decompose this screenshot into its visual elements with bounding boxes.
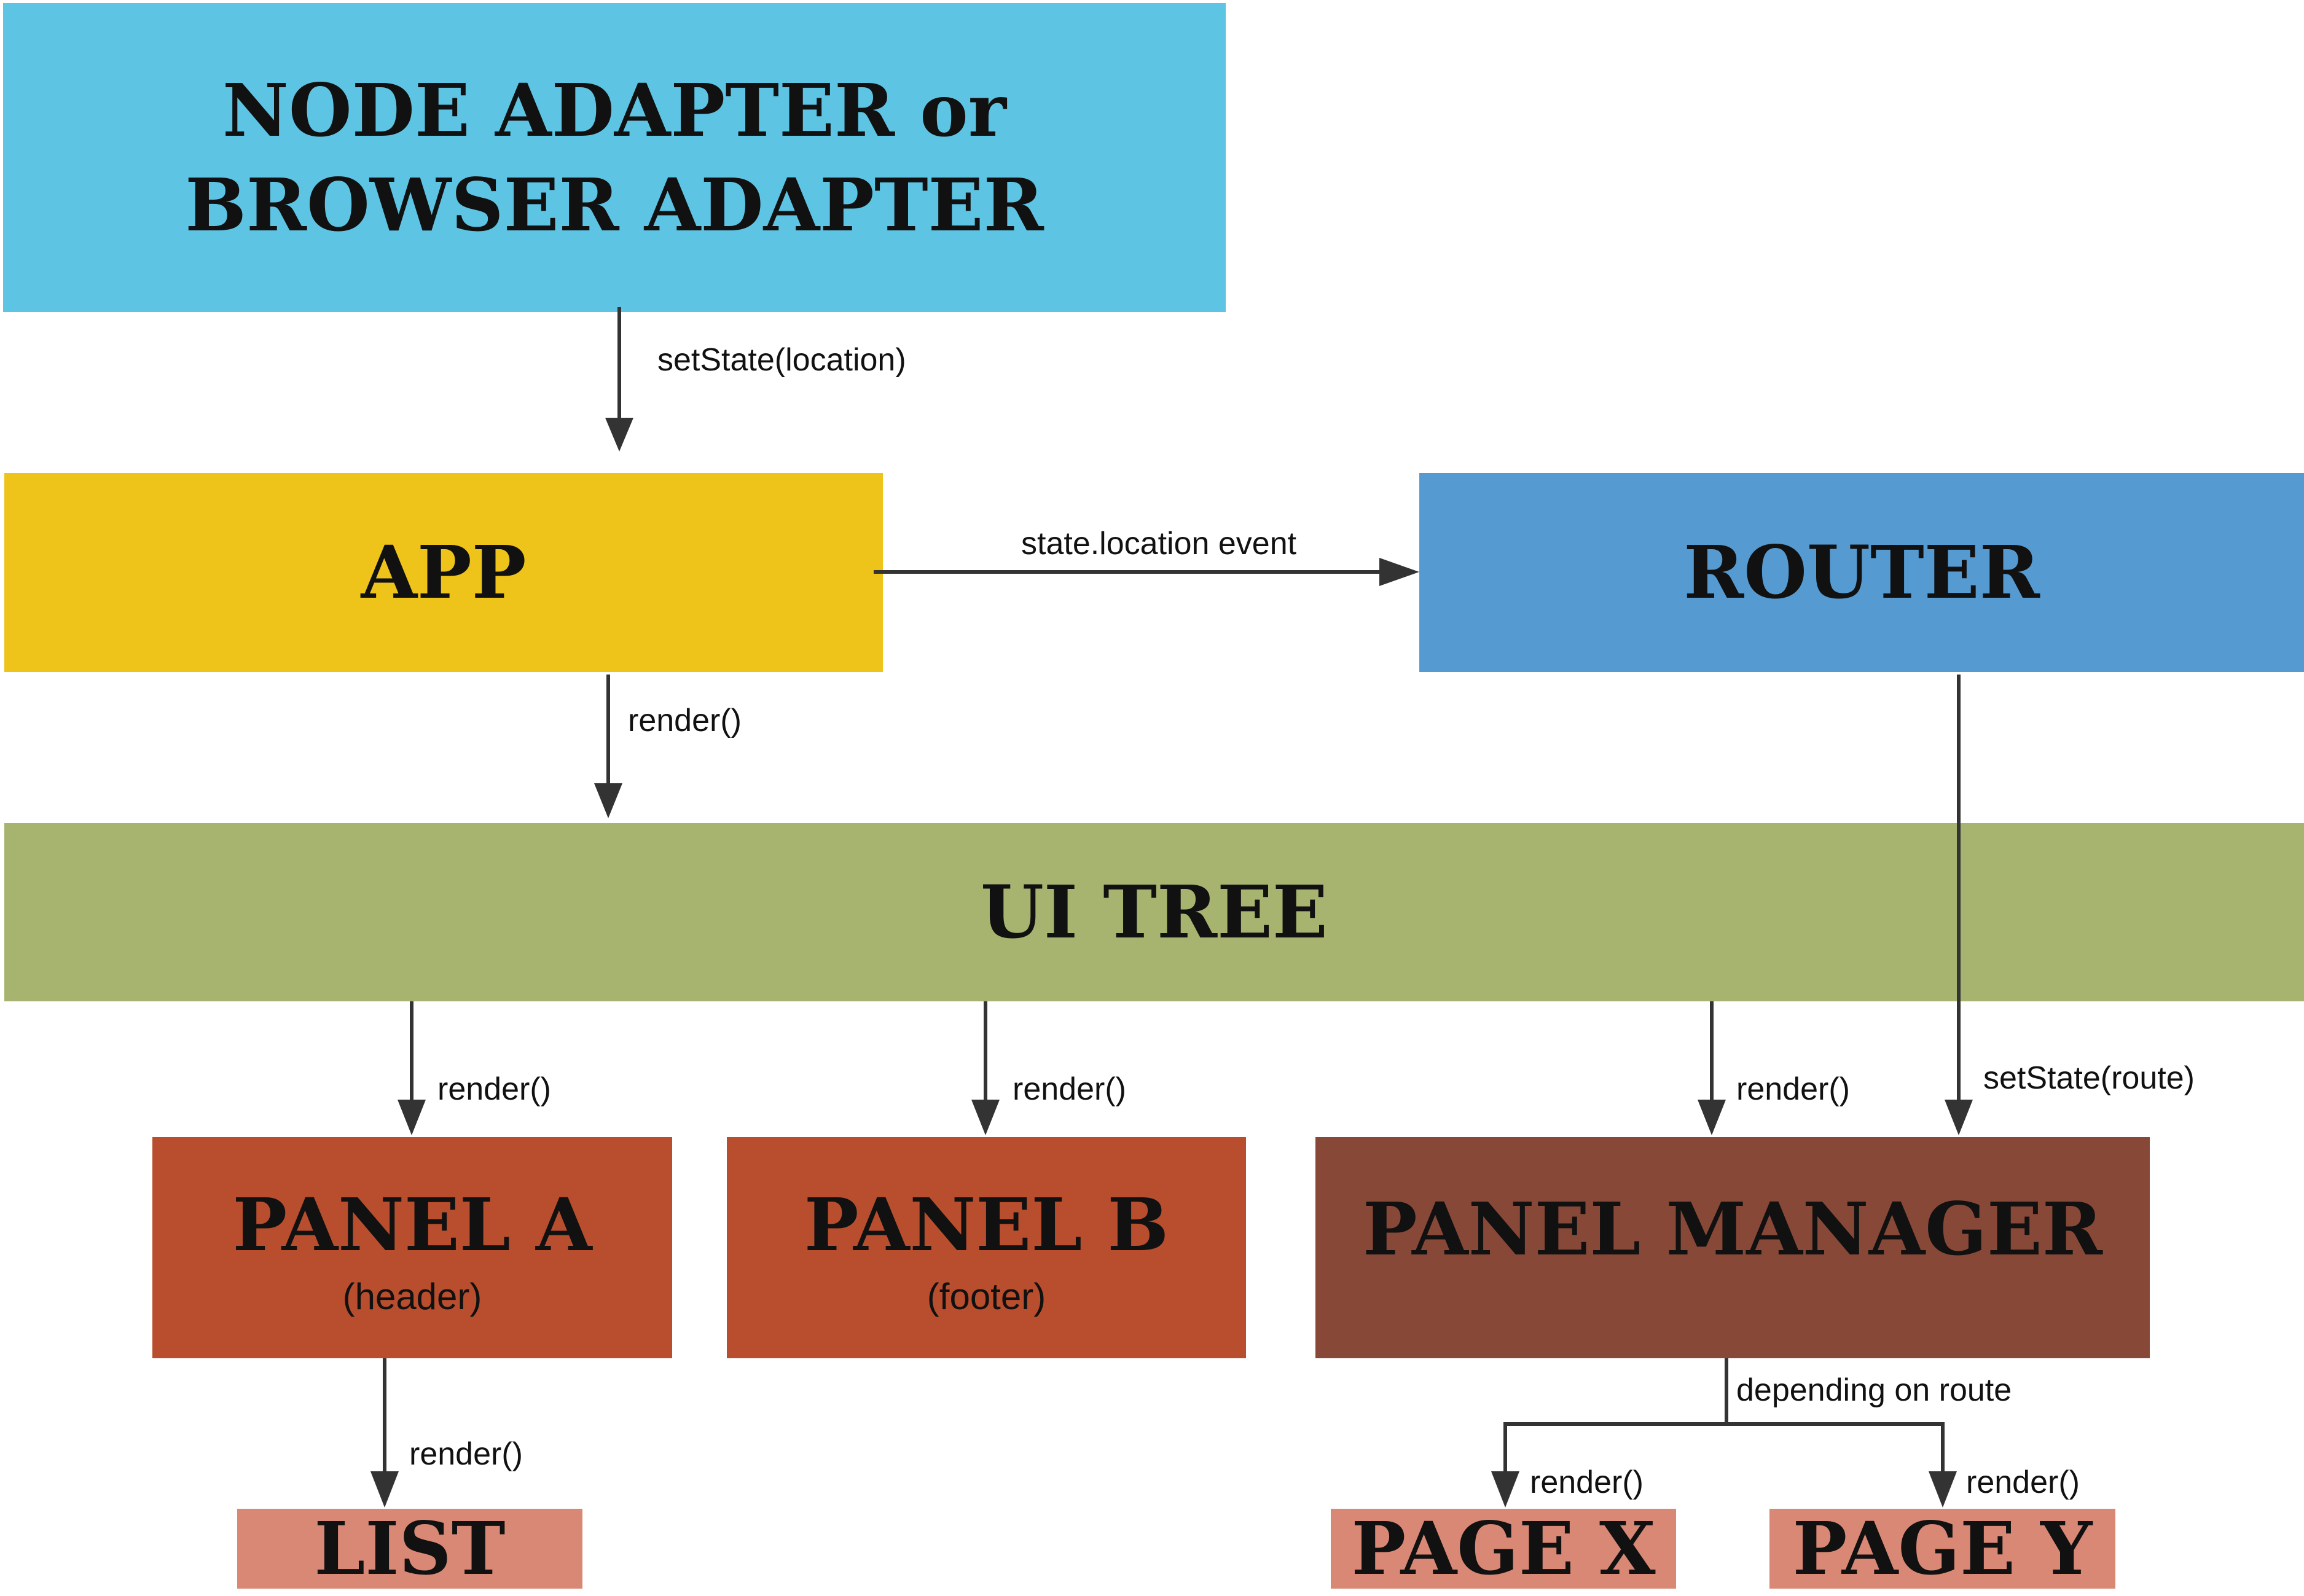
panel-a-title: PANEL A <box>232 1181 592 1267</box>
label-ui-tree-to-panel-b: render() <box>1013 1071 1126 1107</box>
list-box: LIST <box>237 1506 582 1591</box>
panel-b-subtitle: (footer) <box>927 1276 1046 1318</box>
label-panel-a-to-list: render() <box>409 1436 523 1472</box>
panel-b-title: PANEL B <box>804 1181 1169 1267</box>
page-y-title: PAGE Y <box>1792 1506 2093 1592</box>
page-y-box: PAGE Y <box>1769 1506 2115 1591</box>
label-router-to-panel-manager: setState(route) <box>1983 1060 2195 1096</box>
label-ui-tree-to-panel-manager: render() <box>1736 1071 1850 1107</box>
label-app-to-router: state.location event <box>1021 526 1297 561</box>
label-ui-tree-to-panel-a: render() <box>437 1071 551 1107</box>
arrowhead-app-to-ui-tree <box>594 783 622 818</box>
router-box: ROUTER <box>1419 473 2304 672</box>
node-adapter-title-line2: BROWSER ADAPTER <box>185 162 1044 248</box>
label-branch-to-page-y: render() <box>1966 1465 2080 1500</box>
label-branch-to-page-x: render() <box>1530 1465 1644 1500</box>
label-adapter-to-app: setState(location) <box>657 342 906 378</box>
arrowhead-router-to-panel-manager <box>1945 1100 1973 1135</box>
arrowhead-ui-tree-to-panel-a <box>398 1100 426 1135</box>
node-adapter-title-line1: NODE ADAPTER or <box>222 68 1006 154</box>
edge-panel-manager-branch <box>1503 1358 1728 1474</box>
edge-branch-to-page-y <box>1726 1422 1945 1474</box>
label-panel-manager-branch: depending on route <box>1736 1372 2012 1408</box>
arrowhead-app-to-router <box>1379 558 1419 586</box>
node-adapter-box: NODE ADAPTER or BROWSER ADAPTER <box>3 3 1226 312</box>
app-box: APP <box>4 473 883 672</box>
arrowhead-ui-tree-to-panel-manager <box>1698 1100 1726 1135</box>
arrowhead-branch-to-page-y <box>1929 1471 1957 1508</box>
panel-b-box: PANEL B (footer) <box>727 1137 1246 1358</box>
list-title: LIST <box>314 1506 506 1592</box>
label-app-to-ui-tree: render() <box>628 703 742 738</box>
arrowhead-branch-to-page-x <box>1491 1471 1519 1508</box>
arrowhead-adapter-to-app <box>605 418 633 452</box>
app-title: APP <box>361 530 527 616</box>
page-x-title: PAGE X <box>1351 1506 1656 1592</box>
arrowhead-panel-a-to-list <box>370 1471 399 1508</box>
ui-tree-box: UI TREE <box>4 823 2304 1001</box>
ui-tree-title: UI TREE <box>981 869 1328 955</box>
panel-a-subtitle: (header) <box>342 1276 482 1318</box>
panel-manager-title: PANEL MANAGER <box>1363 1186 2102 1272</box>
router-title: ROUTER <box>1683 530 2040 616</box>
page-x-box: PAGE X <box>1331 1506 1676 1591</box>
arrowhead-ui-tree-to-panel-b <box>971 1100 1000 1135</box>
panel-manager-box: PANEL MANAGER <box>1315 1137 2150 1358</box>
panel-a-box: PANEL A (header) <box>152 1137 672 1358</box>
